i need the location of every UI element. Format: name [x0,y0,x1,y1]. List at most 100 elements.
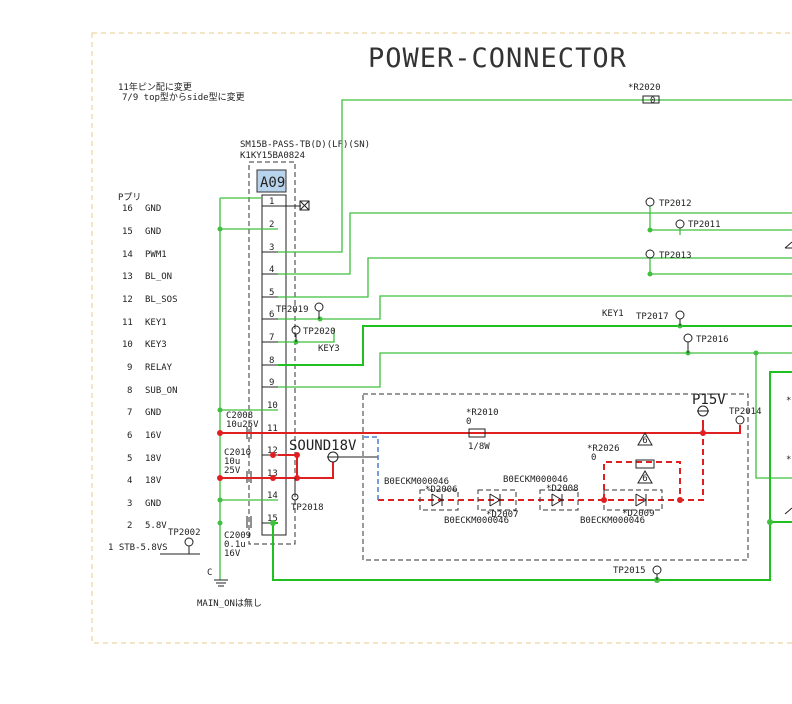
stb-label: 1 STB-5.8VS [108,543,168,553]
note-line-1: 11年ピン配に変更 [118,81,192,93]
connector-ref-box [256,169,287,193]
pin-number: 5 [269,288,274,298]
offpage-symbols: * * [784,241,792,515]
pin-number: 3 [269,243,274,253]
r2026-val: 0 [591,453,596,463]
pin-number: 14 [267,491,278,501]
tp2016: TP2016 [683,333,729,353]
pin-side-num: 3 [127,499,132,509]
pin-side-num: 12 [122,295,133,305]
svg-text:*: * [786,396,791,406]
cap-c2009-val: 0.1u [224,540,246,550]
pin-name: RELAY [145,363,173,373]
cap-c2010-volt: 25V [224,466,241,476]
pin-number: 13 [267,469,278,479]
cap-c2008-val: 10u25V [226,420,259,430]
diode-chain: B0ECKM000046 *D2006 B0ECKM000046 *D2007 … [363,433,704,526]
pin-name: SUB_ON [145,386,178,396]
pin-number: 2 [269,220,274,230]
tp2015-label: TP2015 [613,566,646,576]
pin-number: 10 [267,401,278,411]
svg-text:6: 6 [642,474,647,484]
r2010-rating: 1/8W [468,442,490,452]
cap-c2008: C2008 10u25V [226,411,259,439]
connector-code: K1KY15BA0824 [240,151,305,161]
tp2014: TP2014 [729,407,762,425]
schematic-title: POWER-CONNECTOR [368,43,627,74]
tp2018-label: TP2018 [291,503,324,513]
tp2016-label: TP2016 [696,335,729,345]
net-p15v: P15V [692,392,726,408]
sheet-frame [91,32,792,644]
pin-side-num: 8 [127,386,132,396]
d2007-part: B0ECKM000046 [444,516,509,526]
tp2019: TP2019 [276,302,324,319]
pin-side-num: 14 [122,250,133,260]
r2020-ref: *R2020 [628,83,661,93]
d2008-ref: *D2008 [546,484,579,494]
pin-number: 7 [269,333,274,343]
pin-side-num: 13 [122,272,133,282]
tp2012: TP2012 [645,197,692,209]
tp2002-label: TP2002 [168,528,201,538]
d2008-part: B0ECKM000046 [503,475,568,485]
resistor-r2020: *R2020 0 [628,83,661,106]
pin-name: 18V [145,454,162,464]
pin-side-num: 9 [127,363,132,373]
pin-labels: 16 GND 15 GND 14 PWM1 13 BL_ON 12 BL_SOS… [122,204,178,531]
footer-note: MAIN_ONは無し [197,597,262,609]
pin-side-num: 10 [122,340,133,350]
pin-number: 8 [269,356,274,366]
pin-number: 1 [269,197,274,207]
pin-side-num: 6 [127,431,132,441]
pin-name: GND [145,227,161,237]
tp2017-label: TP2017 [636,312,669,322]
pin-number: 9 [269,378,274,388]
d2006-part: B0ECKM000046 [384,477,449,487]
pin-name: 5.8V [145,521,167,531]
pin-name: GND [145,408,161,418]
svg-text:6: 6 [642,436,647,446]
tp2011: TP2011 [675,219,721,230]
pin-side-num: 16 [122,204,133,214]
r2026-ref: *R2026 [587,444,620,454]
pin-name: 16V [145,431,162,441]
tp2015: TP2015 [613,565,662,580]
cap-c2009-volt: 16V [224,549,241,559]
no-connect-marker [278,200,310,211]
d2007-ref: *D2007 [486,510,519,520]
connector-ref: A09 [260,175,285,191]
rail-18v: SOUND18V [217,438,378,481]
signal-wires [278,99,792,479]
pin-name: BL_SOS [145,295,178,305]
pin-name: GND [145,499,161,509]
tp2018: TP2018 [291,478,324,513]
connector-pin-numbers: 1 2 3 4 5 6 7 8 9 10 11 12 13 14 15 [267,197,278,524]
tp2002: TP2002 [160,528,201,555]
power-block-outline [362,393,749,561]
note-line-2: 7/9 top型からside型に変更 [122,91,245,103]
d2009-part: B0ECKM000046 [580,516,645,526]
ground-symbol: C [207,568,228,587]
pin-number: 4 [269,265,274,275]
p15v-symbol: P15V [692,392,726,417]
r2010-ref: *R2010 [466,408,499,418]
d2009-ref: *D2009 [622,509,655,519]
net-sound18v: SOUND18V [289,438,357,454]
tp2019-label: TP2019 [276,305,309,315]
tp2020-label: TP2020 [303,327,336,337]
pin-name: GND [145,204,161,214]
pin-header-label: Pプリ [118,192,141,203]
svg-text:*: * [786,455,791,465]
cap-c2010-ref: C2010 [224,448,251,458]
r2010-val: 0 [466,417,471,427]
ground-label: C [207,568,212,578]
tp2020: TP2020 [291,325,336,342]
cap-c2009-ref: C2009 [224,531,251,541]
pin-side-num: 7 [127,408,132,418]
cap-c2008-ref: C2008 [226,411,253,421]
r2020-val: 0 [650,96,655,106]
pin-name: PWM1 [145,250,167,260]
tp2014-label: TP2014 [729,407,762,417]
